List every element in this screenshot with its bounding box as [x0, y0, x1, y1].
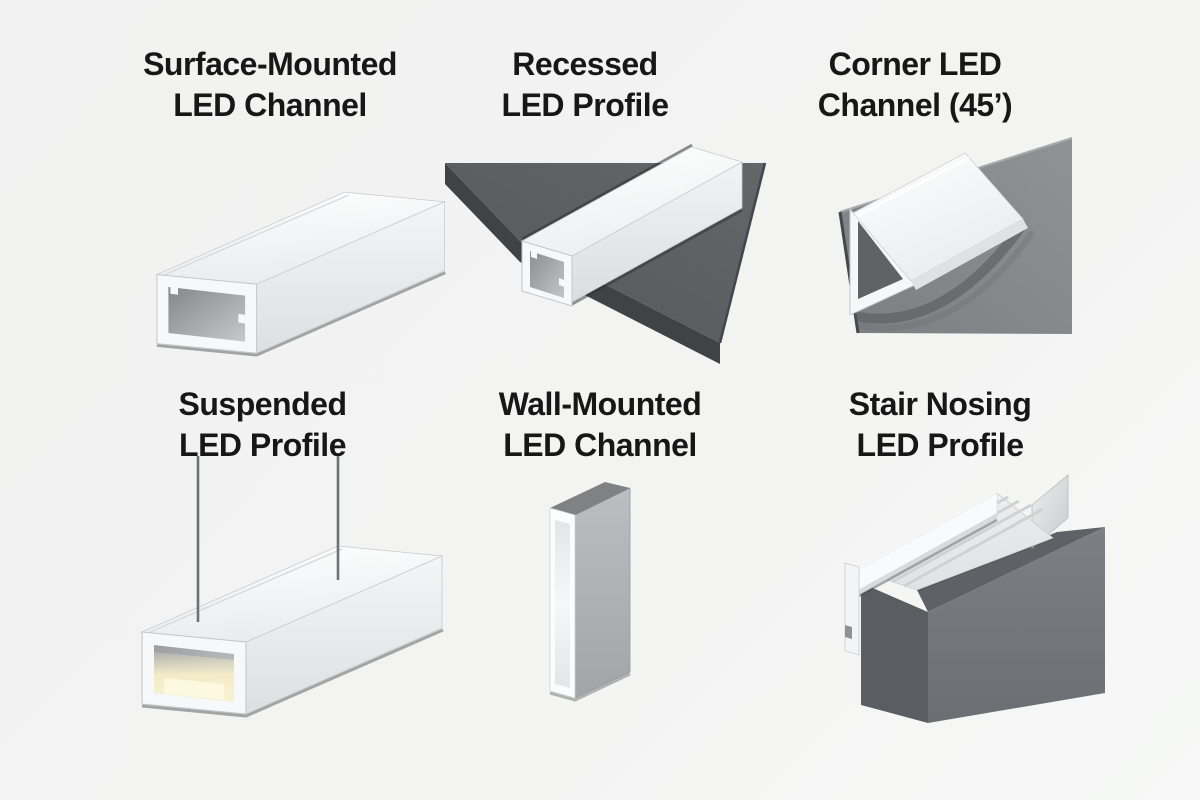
label-line1: Surface-Mounted [143, 46, 397, 82]
label-line2: LED Channel [503, 426, 697, 463]
label-wall-mounted: Wall-Mounted LED Channel [425, 384, 775, 466]
label-line2: LED Profile [179, 426, 346, 463]
suspension-wires [196, 456, 340, 622]
label-stair-nosing: Stair Nosing LED Profile [765, 384, 1115, 466]
label-surface-mounted: Surface-Mounted LED Channel [70, 44, 470, 126]
label-line1: Recessed [512, 46, 658, 82]
label-line1: Corner LED [828, 46, 1002, 82]
wall-mounted-led-channel-illustration [498, 468, 718, 738]
surface-mounted-led-channel-illustration [132, 150, 477, 380]
label-line2: LED Profile [856, 426, 1024, 463]
label-recessed: Recessed LED Profile [430, 44, 740, 126]
label-line1: Suspended [178, 386, 347, 422]
label-line2: LED Channel [173, 86, 367, 123]
label-suspended: Suspended LED Profile [85, 384, 440, 466]
label-line2: Channel (45’) [817, 86, 1013, 123]
label-line1: Wall-Mounted [498, 386, 702, 422]
corner-led-channel-illustration [825, 135, 1105, 355]
recessed-led-profile-illustration [420, 138, 780, 368]
stair-nosing-led-profile-illustration [825, 455, 1155, 750]
label-line2: LED Profile [501, 86, 669, 123]
suspended-led-profile-illustration [112, 452, 472, 752]
label-line1: Stair Nosing [848, 386, 1032, 422]
label-corner: Corner LED Channel (45’) [760, 44, 1070, 126]
